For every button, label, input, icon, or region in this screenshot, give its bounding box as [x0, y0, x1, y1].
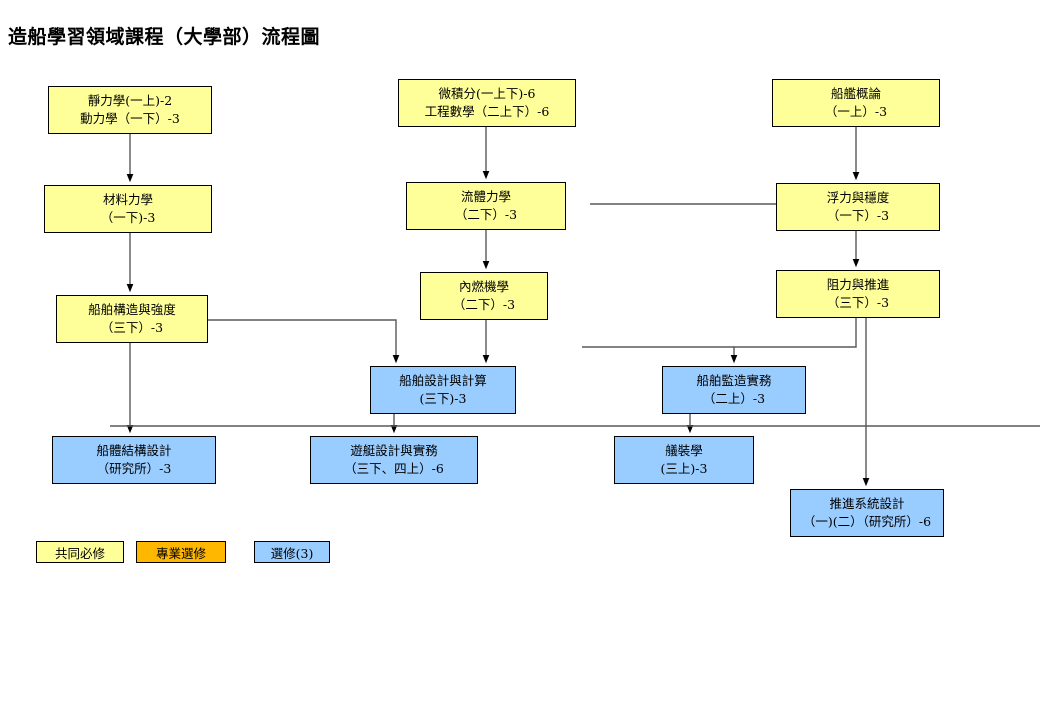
node-label-secondary: (三下)-3	[419, 391, 467, 406]
node-label-primary: 浮力與穩度	[826, 189, 890, 205]
legend-elective: 選修(3)	[254, 541, 330, 563]
node-label-secondary: 工程數學（二上下）-6	[424, 104, 550, 119]
node-label-secondary: （三下、四上）-6	[344, 461, 444, 476]
node-label-primary: 船舶監造實務	[696, 372, 772, 388]
node-label-primary: 艤裝學	[665, 442, 703, 458]
node-resistance-propulsion[interactable]: 阻力與推進 （三下）-3	[776, 270, 940, 318]
node-label-secondary: （一下)-3	[100, 210, 156, 225]
node-outfitting[interactable]: 艤裝學 (三上)-3	[614, 436, 754, 484]
edge-structure-to-shipdesign	[208, 319, 400, 364]
node-label-primary: 船舶構造與強度	[88, 301, 176, 317]
node-label-secondary: （三下）-3	[100, 320, 164, 335]
legend-major-elective: 專業選修	[136, 541, 226, 563]
node-label-secondary: 動力學（一下）-3	[80, 111, 180, 126]
node-label-primary: 船艦概論	[830, 85, 881, 101]
node-label-primary: 遊艇設計與實務	[350, 442, 438, 458]
node-calculus-engmath[interactable]: 微積分(一上下)-6 工程數學（二上下）-6	[398, 79, 576, 127]
node-label-primary: 流體力學	[460, 188, 511, 204]
node-ship-supervision-practice[interactable]: 船舶監造實務 （二上）-3	[662, 366, 806, 414]
node-ship-structure-strength[interactable]: 船舶構造與強度 （三下）-3	[56, 295, 208, 343]
page-title: 造船學習領域課程（大學部）流程圖	[8, 26, 321, 48]
node-label-secondary: （研究所）-3	[96, 461, 172, 476]
node-label-primary: 材料力學	[102, 191, 153, 207]
node-label-secondary: （一)(二）（研究所）-6	[802, 514, 932, 529]
node-hull-structure-design[interactable]: 船體結構設計 （研究所）-3	[52, 436, 216, 484]
legend-required: 共同必修	[36, 541, 124, 563]
node-statics-dynamics[interactable]: 靜力學(一上)-2 動力學（一下）-3	[48, 86, 212, 134]
node-label-secondary: （三下）-3	[826, 295, 890, 310]
node-label-secondary: （二下）-3	[454, 207, 518, 222]
node-label-primary: 船體結構設計	[96, 442, 172, 458]
node-label-secondary: （二上）-3	[702, 391, 766, 406]
node-mechanics-of-materials[interactable]: 材料力學 （一下)-3	[44, 185, 212, 233]
node-label-primary: 推進系統設計	[829, 495, 905, 511]
node-propulsion-system-design[interactable]: 推進系統設計 （一)(二）（研究所）-6	[790, 489, 944, 537]
node-yacht-design-practice[interactable]: 遊艇設計與實務 （三下、四上）-6	[310, 436, 478, 484]
node-label-primary: 阻力與推進	[826, 276, 890, 292]
node-label-secondary: (三上)-3	[660, 461, 708, 476]
node-label-secondary: （一上）-3	[824, 104, 888, 119]
node-label-primary: 內燃機學	[458, 278, 509, 294]
node-ship-intro[interactable]: 船艦概論 （一上）-3	[772, 79, 940, 127]
node-internal-combustion[interactable]: 內燃機學 （二下）-3	[420, 272, 548, 320]
node-label-secondary: （一下）-3	[826, 208, 890, 223]
node-buoyancy-stability[interactable]: 浮力與穩度 （一下）-3	[776, 183, 940, 231]
node-label-secondary: （二下）-3	[452, 297, 516, 312]
node-label-primary: 船舶設計與計算	[399, 372, 487, 388]
edge-resistance-to-supervision	[730, 318, 857, 364]
node-label-primary: 靜力學(一上)-2	[87, 92, 173, 108]
node-ship-design-calculation[interactable]: 船舶設計與計算 (三下)-3	[370, 366, 516, 414]
node-fluid-mechanics[interactable]: 流體力學 （二下）-3	[406, 182, 566, 230]
node-label-primary: 微積分(一上下)-6	[438, 85, 536, 101]
